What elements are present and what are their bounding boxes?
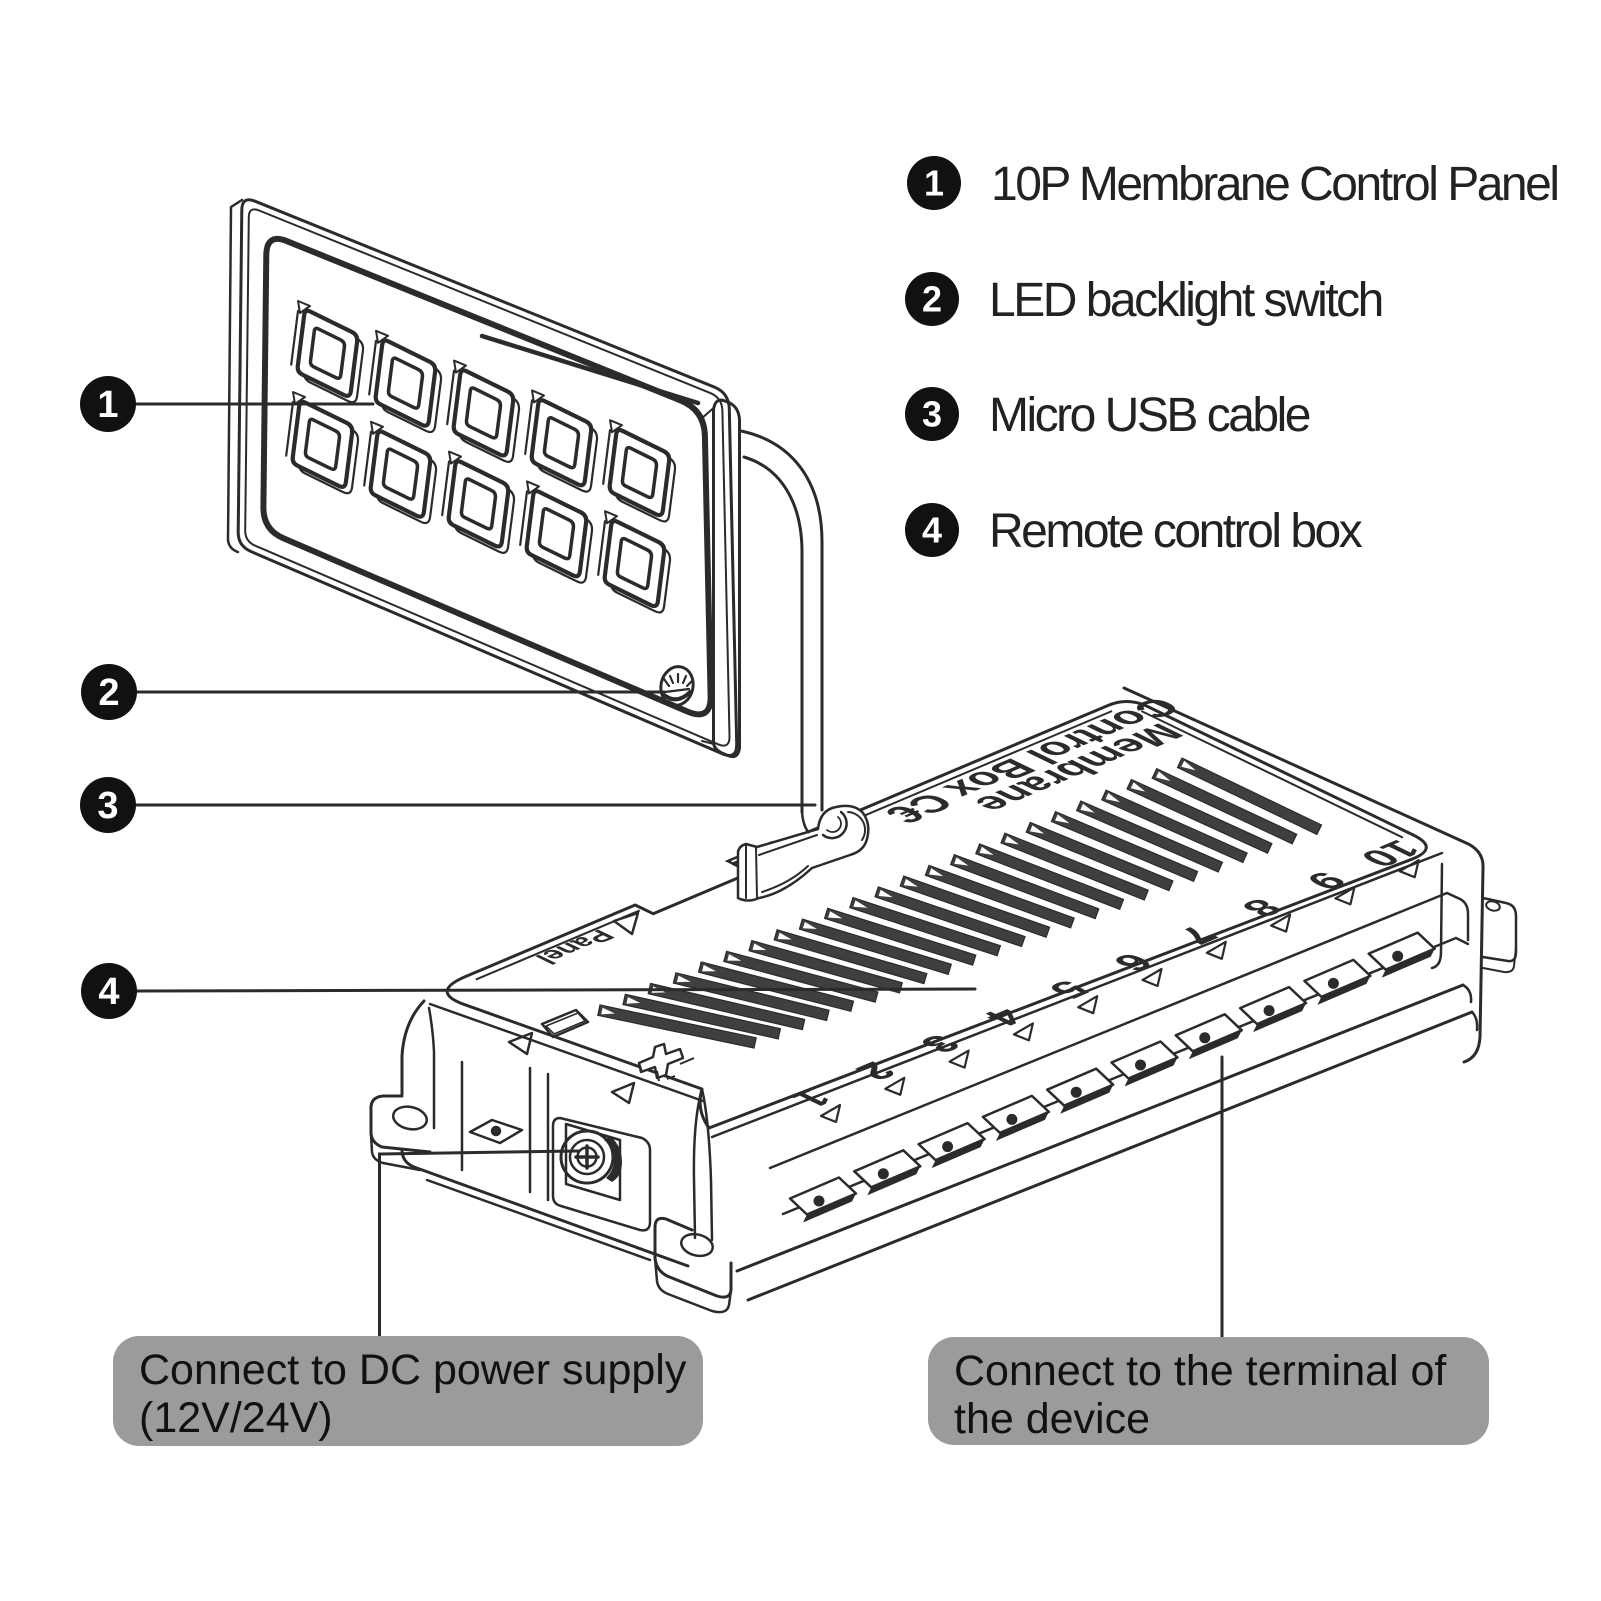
svg-text:Connect to the terminal of: Connect to the terminal of	[954, 1347, 1447, 1395]
svg-text:3: 3	[922, 394, 942, 435]
svg-text:3: 3	[97, 785, 118, 827]
svg-text:1: 1	[97, 384, 118, 426]
svg-text:the device: the device	[954, 1395, 1150, 1443]
svg-text:LED backlight switch: LED backlight switch	[989, 274, 1382, 327]
svg-text:Remote control box: Remote control box	[989, 505, 1363, 558]
svg-text:4: 4	[98, 971, 119, 1013]
svg-text:(12V/24V): (12V/24V)	[139, 1394, 333, 1442]
svg-text:2: 2	[98, 672, 119, 714]
svg-text:Micro USB cable: Micro USB cable	[989, 389, 1310, 442]
svg-text:4: 4	[922, 510, 942, 551]
svg-text:2: 2	[922, 279, 942, 320]
svg-text:1: 1	[924, 163, 944, 204]
svg-text:Connect to DC power supply: Connect to DC power supply	[139, 1346, 687, 1394]
svg-text:10P Membrane Control Panel: 10P Membrane Control Panel	[991, 158, 1557, 211]
